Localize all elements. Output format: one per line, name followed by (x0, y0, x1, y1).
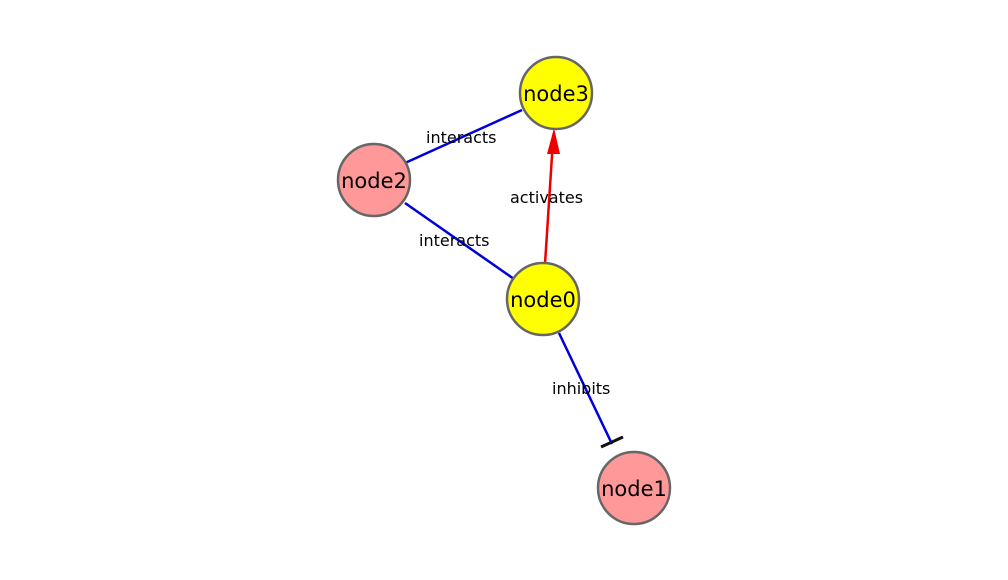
edge-line-node2-node3[interactable] (404, 108, 523, 165)
nodes: node3 node2 node0 node1 (336, 55, 672, 526)
node-node0[interactable]: node0 (505, 261, 581, 337)
edges: interacts interacts activates inhibits (404, 108, 624, 449)
inhibition-bar-icon (600, 435, 624, 449)
node-circle-node3[interactable] (518, 55, 594, 131)
edge-node0-node1[interactable]: inhibits (552, 332, 624, 449)
node-node3[interactable]: node3 (518, 55, 594, 131)
edge-label-node0-node1: inhibits (552, 379, 610, 398)
activation-arrowhead-icon (547, 128, 560, 154)
node-circle-node2[interactable] (336, 142, 412, 218)
edge-label-node0-node3: activates (510, 188, 583, 207)
node-label-node1: node1 (601, 477, 667, 501)
node-circle-node0[interactable] (505, 261, 581, 337)
edge-line-node2-node0[interactable] (404, 201, 515, 281)
node-node2[interactable]: node2 (336, 142, 412, 218)
edge-label-node2-node0: interacts (419, 231, 490, 250)
node-label-node0: node0 (510, 288, 576, 312)
edge-node2-node0[interactable]: interacts (404, 201, 515, 281)
node-label-node3: node3 (523, 82, 589, 106)
edge-node2-node3[interactable]: interacts (404, 108, 523, 165)
node-circle-node1[interactable] (596, 450, 672, 526)
edge-label-node2-node3: interacts (426, 128, 497, 147)
node-label-node2: node2 (341, 169, 407, 193)
edge-node0-node3[interactable]: activates (510, 128, 583, 265)
edge-line-node0-node1[interactable] (557, 332, 614, 445)
edge-line-node0-node3[interactable] (543, 139, 555, 265)
node-node1[interactable]: node1 (596, 450, 672, 526)
